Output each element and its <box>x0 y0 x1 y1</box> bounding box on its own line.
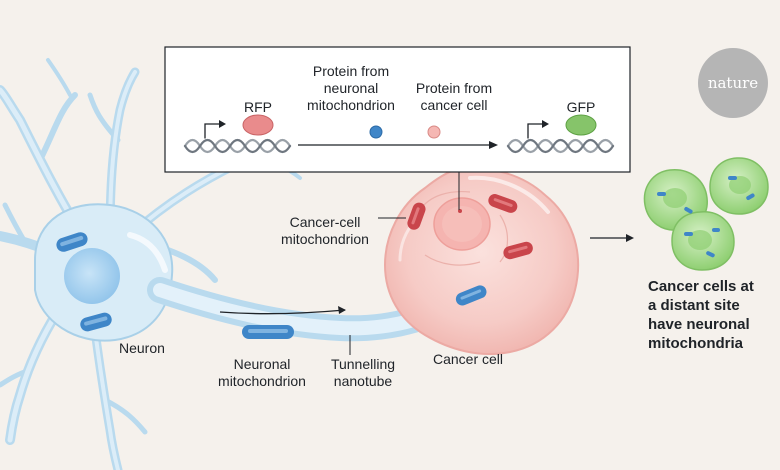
cancer-cell <box>383 167 580 355</box>
rfp-protein <box>242 114 274 136</box>
reporter-legend-box <box>164 46 631 173</box>
dna-right <box>506 120 615 154</box>
cancer-cell-label: Cancer cell <box>433 351 504 367</box>
transfer-arrow <box>219 306 346 315</box>
distant-arrow <box>590 234 634 242</box>
cancer-protein-dot <box>427 125 441 139</box>
cancer-cell-mito-label: Cancer-cell mitochondrion <box>281 214 369 247</box>
neuron-nucleus <box>64 248 120 304</box>
cancer-protein-label: Protein from cancer cell <box>415 80 493 113</box>
neuronal-protein-label: Protein from neuronal mitochondrion <box>307 63 395 113</box>
gfp-protein <box>565 114 597 136</box>
tunnelling-nanotube-label: Tunnelling nanotube <box>330 356 396 389</box>
distant-green-cells <box>643 157 769 271</box>
cancer-mitochondria <box>407 194 533 306</box>
rfp-label: RFP <box>244 99 272 115</box>
nature-logo-badge: nature <box>698 48 768 118</box>
neuronal-protein-dot <box>369 125 383 139</box>
distant-site-caption: Cancer cells at a distant site have neur… <box>648 278 754 352</box>
gfp-label: GFP <box>566 99 596 115</box>
neuron-label: Neuron <box>119 340 165 356</box>
neuronal-mitochondria <box>56 232 294 339</box>
dna-left <box>183 120 292 154</box>
neuronal-mito-label: Neuronal mitochondrion <box>218 356 306 389</box>
